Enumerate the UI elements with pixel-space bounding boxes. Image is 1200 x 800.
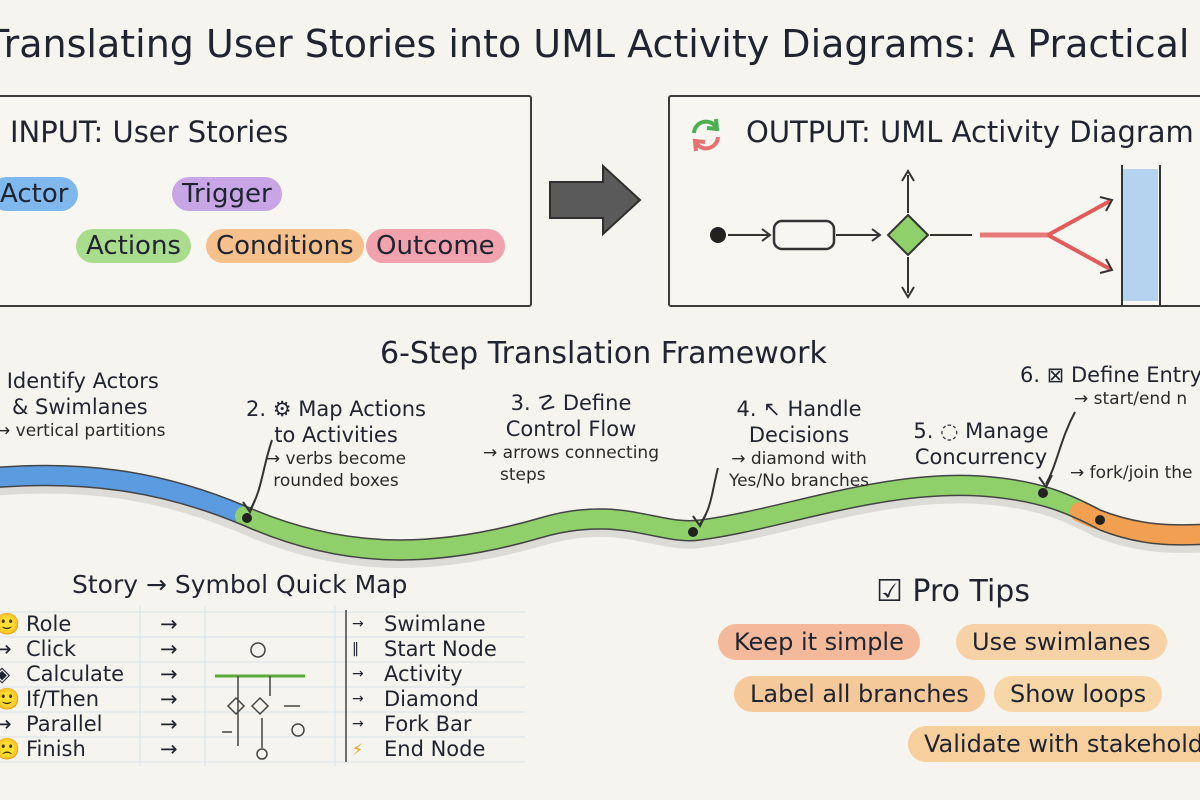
marker-icon: → (352, 616, 364, 632)
chip-trigger: Trigger (172, 177, 282, 211)
step-5-label2: Concurrency (914, 445, 1048, 469)
transform-arrow (549, 163, 642, 237)
map-arrow: → (160, 637, 178, 661)
step-4-sub-2: Yes/No branches (728, 471, 870, 491)
quick-map-row: 🙂 If/Then → → Diamond (0, 687, 530, 712)
quick-map-grid (0, 606, 525, 766)
symbol-start-node: Start Node (384, 637, 497, 661)
step-4-sub-1: → diamond with (731, 449, 867, 469)
step-4: 4. ↖ Handle Decisions → diamond with Yes… (704, 396, 894, 492)
step-4-label: 4. ↖ Handle (736, 397, 862, 421)
swimlane-bar (1122, 169, 1158, 301)
map-arrow: → (160, 712, 178, 736)
step-3-sub-1: → arrows connecting (483, 443, 659, 463)
step-1-label2: & Swimlanes (12, 395, 148, 419)
symbol-diamond: Diamond (384, 687, 479, 711)
chip-conditions: Conditions (206, 229, 364, 263)
parallel-icon: → (0, 712, 12, 736)
step-4-label2: Decisions (748, 423, 850, 447)
marker-icon: → (352, 666, 364, 682)
refresh-icon (692, 118, 720, 152)
map-arrow: → (160, 737, 178, 761)
story-parallel: Parallel (26, 712, 103, 736)
step-2: 2. ⚙ Map Actions to Activities → verbs b… (236, 396, 436, 492)
step-3-sub-2: steps (500, 465, 546, 485)
tip-keep-simple: Keep it simple (718, 624, 920, 660)
quick-map-row: 🙂 Role → → Swimlane (0, 612, 530, 637)
step-5-label: 5. ◌ Manage (913, 419, 1049, 443)
marker-icon: ‖ (352, 641, 359, 657)
step-3-label2: Control Flow (505, 417, 637, 441)
step-1-label: 1. Identify Actors (0, 369, 159, 393)
output-heading: OUTPUT: UML Activity Diagram (746, 115, 1194, 149)
step-6-sub: → start/end n (1074, 389, 1188, 409)
quick-map-row: 🙁 Finish → ⚡ End Node (0, 737, 530, 762)
symbol-fork-bar: Fork Bar (384, 712, 472, 736)
framework-road (0, 411, 1200, 568)
finish-icon: 🙁 (0, 737, 21, 761)
step-6-label: 6. ⊠ Define Entry (1020, 363, 1200, 387)
story-finish: Finish (26, 737, 86, 761)
tip-validate: Validate with stakeholders (908, 726, 1200, 762)
mini-uml-sketch (215, 642, 305, 760)
step-2-sub-1: → verbs become (265, 449, 407, 469)
tip-label-branches: Label all branches (734, 676, 985, 712)
page-title: Translating User Stories into UML Activi… (0, 22, 1200, 66)
story-role: Role (26, 612, 72, 636)
marker-icon: → (352, 691, 364, 707)
step-3-label: 3. ☡ Define (510, 391, 632, 415)
input-heading: INPUT: User Stories (10, 115, 289, 149)
map-arrow: → (160, 662, 178, 686)
chip-outcome: Outcome (366, 229, 505, 263)
framework-title: 6-Step Translation Framework (380, 336, 827, 371)
story-calculate: Calculate (26, 662, 125, 686)
map-arrow: → (160, 612, 178, 636)
quick-map-title: Story → Symbol Quick Map (72, 570, 408, 599)
start-node (710, 227, 726, 243)
input-box: INPUT: User Stories Actor Trigger Action… (0, 95, 532, 307)
symbol-swimlane: Swimlane (384, 612, 486, 636)
decision-diamond (886, 213, 930, 257)
marker-icon: → (352, 716, 364, 732)
calculate-icon: ◈ (0, 662, 11, 686)
role-icon: 🙂 (0, 612, 21, 636)
map-arrow: → (160, 687, 178, 711)
lightning-icon: ⚡ (352, 740, 364, 759)
step-6: 6. ⊠ Define Entry → start/end n (1020, 362, 1200, 410)
step-5-sub: → fork/join the (1070, 463, 1193, 483)
chip-actions: Actions (76, 229, 191, 263)
quick-map-table: 🙂 Role → → Swimlane → Click → ‖ Start No… (0, 612, 530, 762)
chip-actor: Actor (0, 177, 79, 211)
uml-preview (710, 165, 1161, 305)
click-icon: → (0, 637, 12, 661)
step-2-sub-2: rounded boxes (273, 471, 399, 491)
step-1-sub: → vertical partitions (0, 421, 166, 441)
step-1: 1. Identify Actors & Swimlanes → vertica… (0, 368, 166, 442)
quick-map-row: → Parallel → → Fork Bar (0, 712, 530, 737)
ifthen-icon: 🙂 (0, 687, 21, 711)
story-ifthen: If/Then (26, 687, 100, 711)
quick-map-row: → Click → ‖ Start Node (0, 637, 530, 662)
story-click: Click (26, 637, 77, 661)
output-box: OUTPUT: UML Activity Diagram (668, 95, 1200, 307)
pro-tips-title: ☑ Pro Tips (876, 574, 1030, 609)
tip-use-swimlanes: Use swimlanes (956, 624, 1167, 660)
tip-show-loops: Show loops (994, 676, 1163, 712)
symbol-activity: Activity (384, 662, 463, 686)
step-3: 3. ☡ Define Control Flow → arrows connec… (466, 390, 676, 486)
symbol-end-node: End Node (384, 737, 486, 761)
step-2-label2: to Activities (274, 423, 398, 447)
quick-map-row: ◈ Calculate → → Activity (0, 662, 530, 687)
step-2-label: 2. ⚙ Map Actions (246, 397, 426, 421)
step-5: 5. ◌ Manage Concurrency (906, 418, 1056, 470)
activity-node (772, 219, 836, 251)
